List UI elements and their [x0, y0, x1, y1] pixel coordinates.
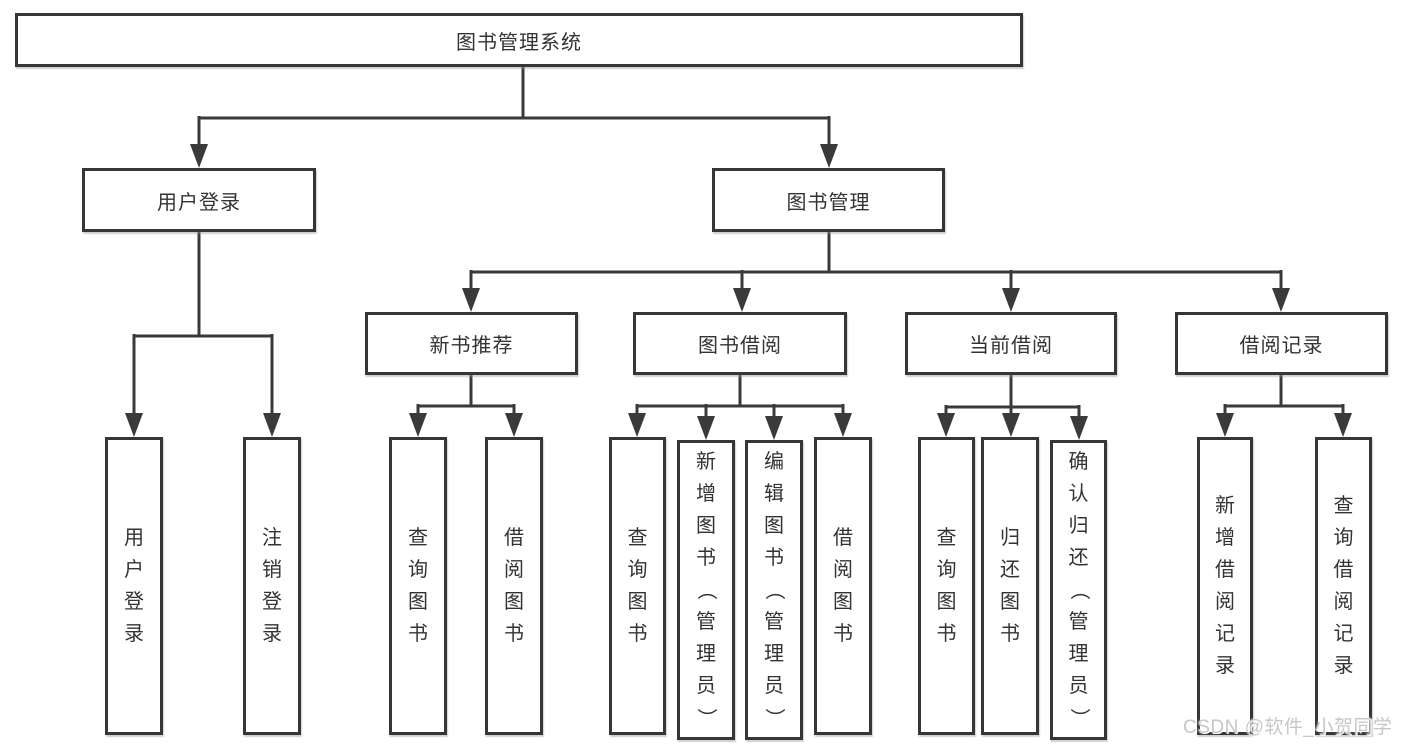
watermark: CSDN @软件_小贺同学 [1183, 717, 1393, 738]
leaf-borrow-books: 借阅图书 [814, 437, 872, 735]
leaf-query-books-recommend: 查询图书 [389, 437, 447, 735]
node-book-management: 图书管理 [712, 168, 945, 232]
leaf-edit-books-admin: 编辑图书（管理员） [745, 440, 803, 740]
leaf-query-books-current: 查询图书 [918, 437, 975, 735]
leaf-add-borrow-record: 新增借阅记录 [1197, 437, 1253, 735]
leaf-query-books-borrow: 查询图书 [609, 437, 666, 735]
node-book-borrow: 图书借阅 [633, 312, 847, 375]
leaf-query-borrow-record: 查询借阅记录 [1315, 437, 1372, 735]
node-current-borrow: 当前借阅 [905, 312, 1117, 375]
leaf-add-books-admin: 新增图书（管理员） [677, 440, 735, 740]
node-new-book-recommend: 新书推荐 [365, 312, 578, 375]
leaf-borrow-books-recommend: 借阅图书 [485, 437, 543, 735]
node-user-login: 用户登录 [82, 168, 316, 232]
arrowheads [125, 144, 1352, 440]
leaf-confirm-return-admin: 确认归还（管理员） [1050, 440, 1107, 740]
leaf-return-books: 归还图书 [981, 437, 1039, 735]
node-root-system: 图书管理系统 [15, 13, 1023, 67]
leaf-user-login: 用户登录 [105, 437, 163, 735]
node-borrow-records: 借阅记录 [1175, 312, 1388, 375]
leaf-logout: 注销登录 [243, 437, 301, 735]
